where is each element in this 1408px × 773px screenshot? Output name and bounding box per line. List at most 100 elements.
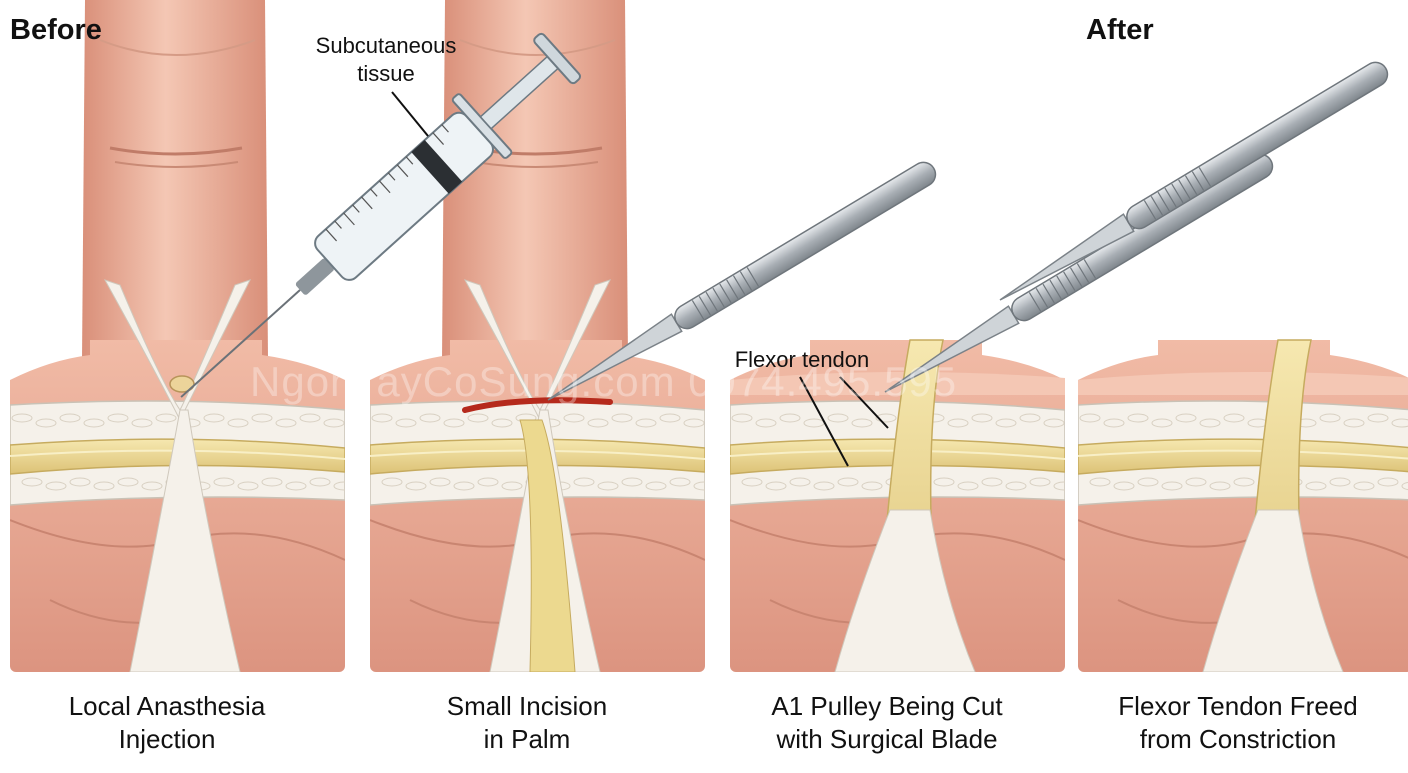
finger-fold	[459, 39, 616, 56]
finger-crease	[114, 161, 239, 168]
incision-cut	[462, 397, 613, 413]
fat-cell	[1151, 418, 1173, 428]
fat-cell	[1089, 477, 1111, 487]
caption-line: Injection	[118, 724, 216, 754]
fat-cell	[323, 418, 345, 428]
caption-line: Local Anasthesia	[68, 691, 266, 721]
fat-cell	[213, 477, 235, 487]
scalpel-grip-line	[726, 279, 739, 300]
fat-cell	[1137, 477, 1159, 487]
panel-4	[1078, 339, 1408, 672]
fat-cell	[813, 481, 835, 491]
fat-cell	[1401, 481, 1408, 491]
flexor-tendon-leader-line	[839, 376, 889, 429]
syringe-tick	[432, 132, 445, 145]
fat-cell	[1175, 413, 1197, 423]
fat-cell	[227, 418, 249, 428]
fat-cell	[1199, 418, 1221, 428]
scalpel-grip-line	[1191, 171, 1205, 191]
scalpel-grip-line	[1042, 283, 1055, 304]
palm-surface	[1078, 371, 1408, 395]
panel-body	[370, 0, 705, 672]
fat-cell	[1319, 413, 1341, 423]
fascia-fan	[463, 279, 611, 422]
fat-cell	[333, 481, 345, 491]
caption-small-incision: Small Incision in Palm	[357, 690, 697, 756]
scalpel-grip-line	[1198, 167, 1212, 187]
syringe-hub	[295, 258, 334, 295]
fat-cell	[83, 418, 105, 428]
fat-cell	[789, 477, 811, 487]
scalpel-grip-line	[705, 291, 718, 312]
scalpel-after	[999, 61, 1389, 301]
fat-cell	[45, 481, 67, 491]
fat-cell	[621, 477, 643, 487]
caption-line: from Constriction	[1139, 724, 1337, 754]
watermark-text: NgonTayCoSung.com 0974.495.595	[250, 358, 958, 405]
fat-cell	[971, 413, 993, 423]
fat-cell	[261, 477, 283, 487]
syringe-tick	[369, 188, 378, 197]
scalpel-grip-line	[698, 296, 712, 316]
scalpel-handle	[1011, 153, 1274, 322]
panel-body	[730, 339, 1065, 672]
tendon-highlight	[1078, 449, 1408, 460]
fat-cell	[1029, 477, 1051, 487]
scalpel-grip-line	[1150, 196, 1164, 216]
syringe-tick	[387, 172, 396, 181]
fat-cell	[21, 477, 43, 487]
fat-cell	[203, 413, 225, 423]
syringe-tick	[378, 180, 391, 194]
fat-cell	[93, 481, 115, 491]
fat-cell	[1113, 481, 1135, 491]
scalpel-grip-line	[746, 267, 760, 287]
fat-cell	[429, 477, 451, 487]
scalpel-grip-line	[1164, 187, 1177, 208]
fat-cell	[635, 418, 657, 428]
fat-cell	[861, 481, 883, 491]
syringe-tick	[352, 204, 360, 213]
scalpel-grip-line	[712, 287, 725, 308]
fat-cell	[477, 477, 499, 487]
syringe-tick	[405, 156, 414, 165]
caption-line: Small Incision	[446, 691, 608, 721]
flexor-tendon-label: Flexor tendon	[734, 347, 870, 372]
tendon-sheath	[1078, 438, 1408, 475]
fat-cell	[995, 418, 1017, 428]
exposed-tendon	[519, 419, 576, 672]
finger-crease	[474, 161, 599, 168]
fat-cell	[131, 418, 153, 428]
caption-local-anesthesia: Local Anasthesia Injection	[0, 690, 337, 756]
injection-bleb	[169, 375, 195, 393]
fat-cell	[299, 413, 321, 423]
fat-cell	[371, 413, 393, 423]
fat-cell	[1019, 413, 1041, 423]
fat-cell	[981, 477, 1003, 487]
fat-cell	[1127, 413, 1149, 423]
fat-cell	[933, 477, 955, 487]
finger	[442, 0, 628, 360]
panel-2	[370, 0, 705, 672]
fat-cell	[611, 413, 633, 423]
fat-cell	[419, 413, 441, 423]
caption-line: Flexor Tendon Freed	[1118, 691, 1358, 721]
fat-cell	[405, 481, 427, 491]
syringe-tick	[361, 196, 373, 210]
fat-cell	[1353, 481, 1375, 491]
fat-cell	[237, 481, 259, 491]
fat-cell	[1209, 481, 1231, 491]
fat-cell	[141, 481, 163, 491]
fat-cell	[563, 413, 585, 423]
fat-cell	[731, 413, 753, 423]
finger	[82, 0, 268, 360]
fat-cell	[155, 413, 177, 423]
scalpel-grip-line	[691, 300, 705, 320]
fat-cell	[59, 413, 81, 423]
fat-cell	[1233, 477, 1255, 487]
scalpel-grip-line	[1076, 263, 1090, 283]
subcutaneous-label-line1: Subcutaneous	[315, 33, 457, 58]
fat-cell	[1005, 481, 1027, 491]
scalpel-grip-line	[1171, 183, 1184, 204]
before-heading: Before	[10, 14, 102, 46]
